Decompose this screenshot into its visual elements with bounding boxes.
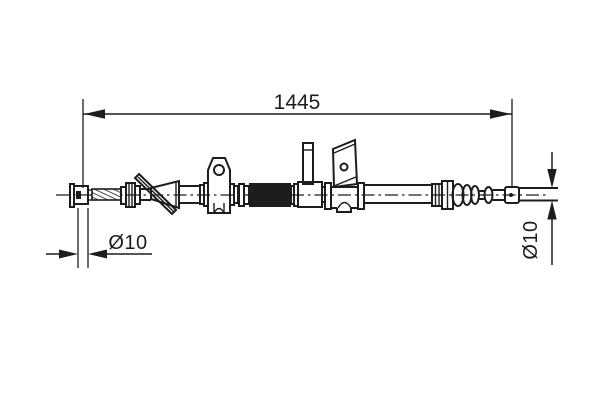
arrowhead-up-icon <box>547 200 557 220</box>
arrowhead-left-icon <box>88 249 107 259</box>
bracket-hole <box>213 164 225 176</box>
dimension-overall-length: 1445 <box>82 91 513 188</box>
mounting-post <box>302 142 314 185</box>
left-clevis-end <box>69 183 93 208</box>
clamp-flange-right <box>357 182 365 210</box>
right-diameter-label: Ø10 <box>520 220 542 259</box>
clevis-pin <box>76 191 81 199</box>
plate-hole <box>339 162 349 172</box>
dimension-diameter-left: Ø10 <box>46 208 152 268</box>
abutment-bracket <box>324 138 365 213</box>
cable-end-rod <box>519 187 558 202</box>
cable-housing <box>364 184 432 204</box>
arrowhead-down-icon <box>547 169 557 188</box>
conical-grommet <box>150 179 180 210</box>
cable-segment-1 <box>179 182 209 207</box>
mounting-post-fitting <box>297 142 323 208</box>
arrowhead-right-icon <box>490 109 511 119</box>
dimension-diameter-right: Ø10 <box>520 152 557 265</box>
corrugated-sleeve <box>249 183 291 207</box>
adjuster-fitting <box>120 182 151 208</box>
fitting-dot <box>509 193 513 197</box>
clamp-flange-left <box>324 182 332 210</box>
arrowhead-right-icon <box>59 249 78 259</box>
left-diameter-label: Ø10 <box>108 232 147 254</box>
overall-length-label: 1445 <box>274 91 321 114</box>
diagonal-bracket <box>133 172 178 216</box>
threaded-rod <box>91 188 122 201</box>
clevis-bracket <box>207 157 231 214</box>
cable-assembly <box>56 138 558 216</box>
arrowhead-left-icon <box>84 109 105 119</box>
clamp-saddle-arch <box>337 201 352 209</box>
end-fitting-bellows <box>431 180 520 210</box>
